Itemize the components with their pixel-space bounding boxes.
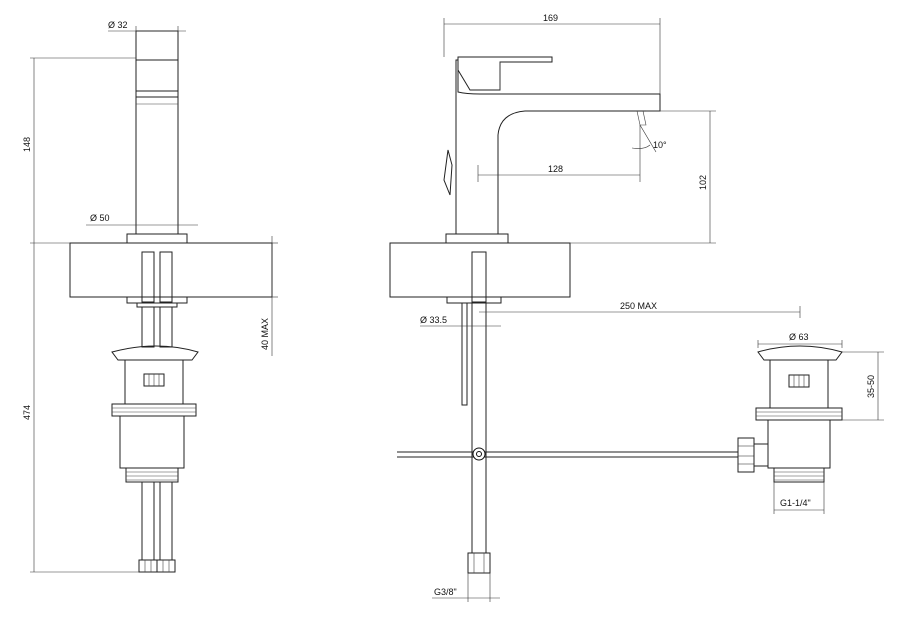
side-view bbox=[389, 56, 843, 574]
dim-angle-10: 10° bbox=[653, 140, 667, 150]
dim-height-102: 102 bbox=[698, 175, 708, 190]
dim-thread-g1-1-4: G1-1/4" bbox=[780, 498, 811, 508]
front-dimensions: Ø 32 148 Ø 50 474 40 MAX bbox=[22, 20, 278, 573]
side-waste-body bbox=[767, 419, 831, 469]
dim-thread-g3-8: G3/8" bbox=[434, 587, 457, 597]
dim-height-474: 474 bbox=[22, 405, 32, 420]
dim-250-max: 250 MAX bbox=[620, 301, 657, 311]
dim-diam-32: Ø 32 bbox=[108, 20, 128, 30]
dim-height-148: 148 bbox=[22, 137, 32, 152]
dim-reach-128: 128 bbox=[548, 164, 563, 174]
side-spout-body bbox=[455, 59, 661, 235]
front-base-plate bbox=[126, 233, 188, 244]
dim-range-35-50: 35-50 bbox=[866, 375, 876, 398]
front-waste-cap bbox=[111, 345, 199, 361]
front-waste-body bbox=[119, 415, 185, 469]
front-view bbox=[69, 30, 273, 573]
side-waste-cap bbox=[757, 345, 843, 361]
side-lever-handle bbox=[457, 56, 553, 91]
dim-diam-33-5: Ø 33.5 bbox=[420, 315, 447, 325]
dim-40-max: 40 MAX bbox=[260, 318, 270, 350]
side-dimensions: 169 128 10° 102 250 MAX Ø 33.5 Ø 63 35-5… bbox=[420, 13, 884, 602]
side-flex-hose bbox=[471, 302, 487, 554]
dim-width-169: 169 bbox=[543, 13, 558, 23]
dim-diam-63: Ø 63 bbox=[789, 332, 809, 342]
front-spout-body bbox=[135, 30, 179, 235]
dim-diam-50: Ø 50 bbox=[90, 213, 110, 223]
